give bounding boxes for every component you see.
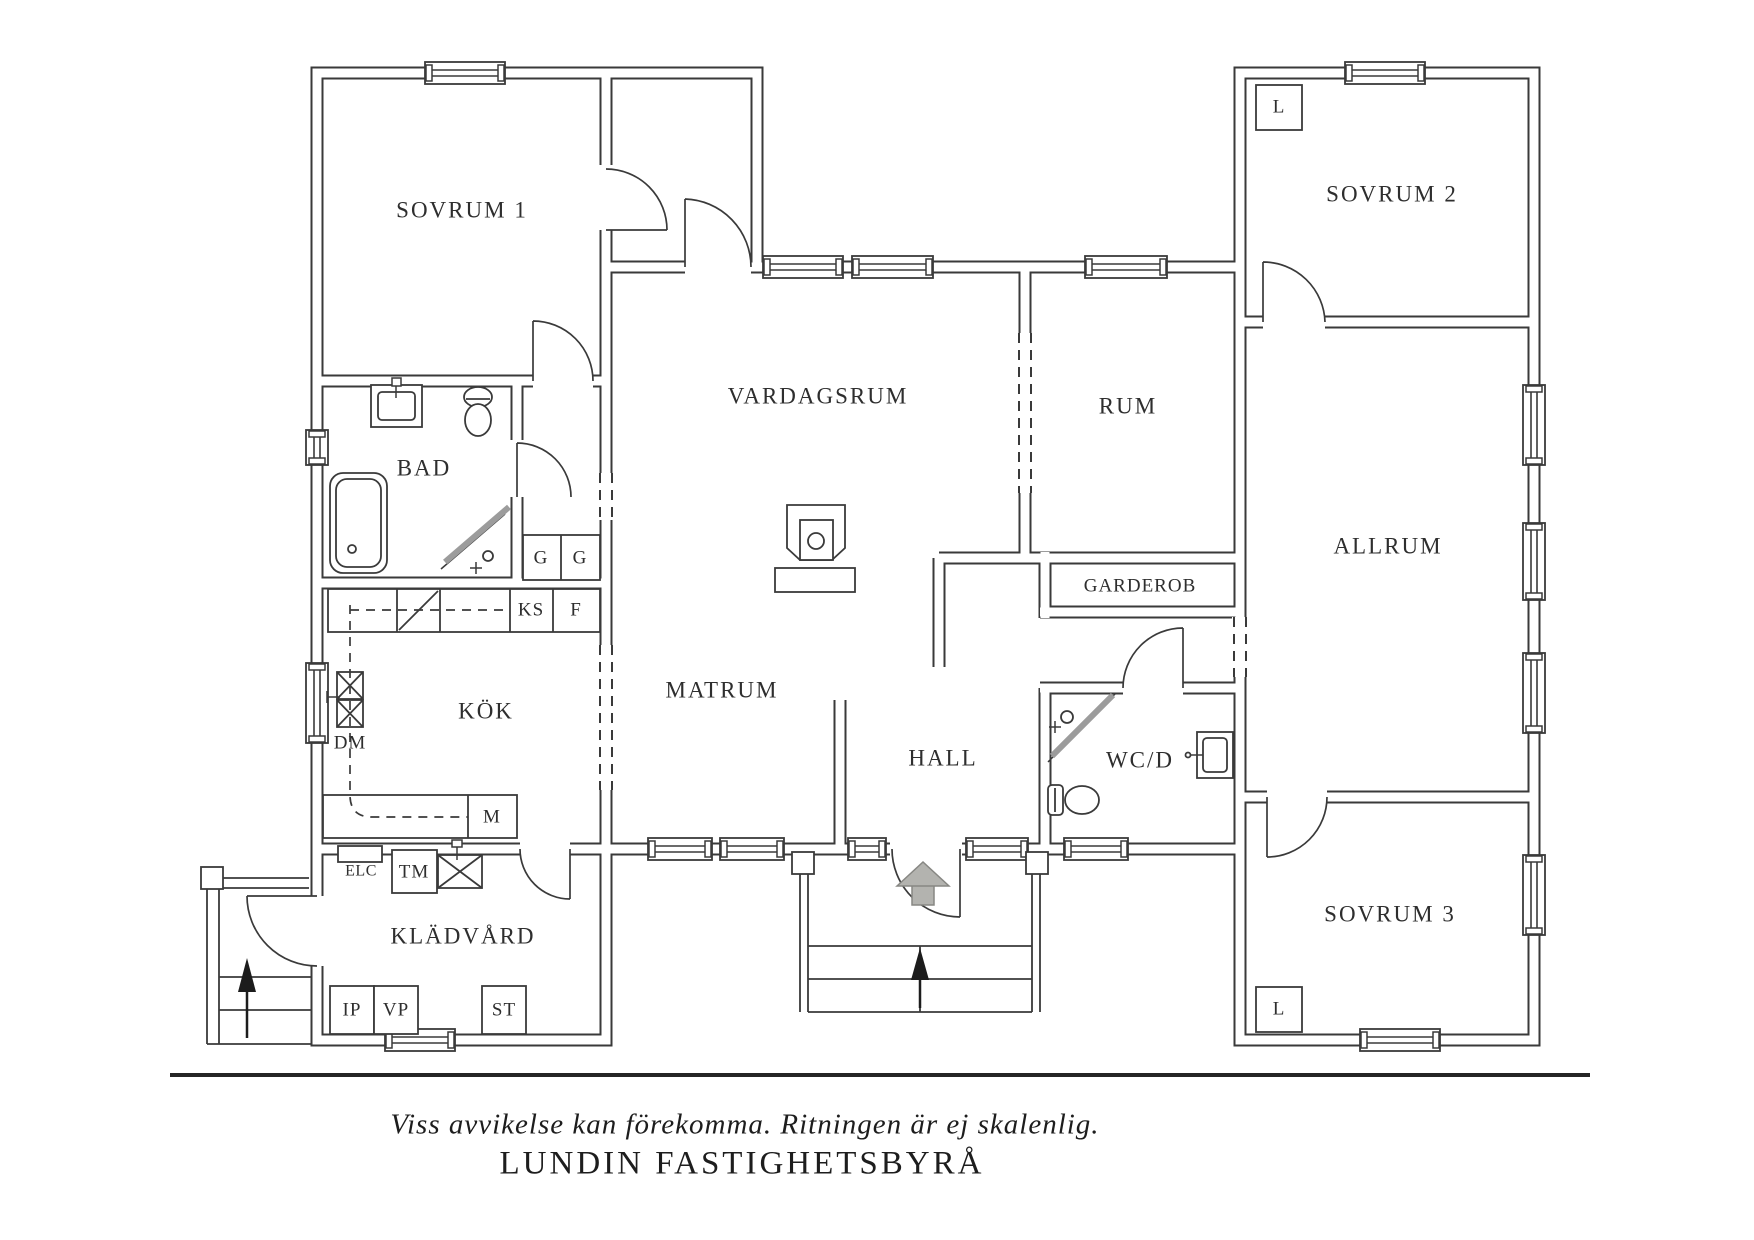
fixture-label-g2: G	[573, 547, 588, 568]
dashed-openings	[599, 333, 1247, 790]
room-label-kladvard: KLÄDVÅRD	[390, 923, 535, 948]
room-label-wcd: WC/D	[1106, 747, 1174, 772]
room-label-kok: KÖK	[458, 698, 514, 723]
room-label-garderob: GARDEROB	[1084, 575, 1197, 596]
fireplace-icon	[774, 504, 856, 593]
footer-disclaimer: Viss avvikelse kan förekomma. Ritningen …	[390, 1109, 1099, 1141]
entry-arrow-icon	[895, 860, 951, 1008]
footer-brand: LUNDIN FASTIGHETSBYRÅ	[500, 1145, 985, 1182]
fixture-label-st: ST	[492, 999, 516, 1020]
wcd-fixtures	[1047, 692, 1234, 816]
fixture-label-g1: G	[534, 547, 549, 568]
wall-openings	[309, 165, 1327, 966]
west-porch	[200, 866, 311, 1045]
fixture-label-m: M	[483, 806, 501, 827]
fixture-label-vp: VP	[383, 999, 409, 1020]
room-label-allrum: ALLRUM	[1333, 533, 1442, 558]
fixture-label-l2: L	[1273, 998, 1286, 1019]
fixture-label-tm: TM	[399, 861, 430, 882]
counter-dashes	[349, 605, 508, 818]
cabinetry	[322, 84, 1303, 1035]
room-label-sovrum2: SOVRUM 2	[1326, 181, 1458, 206]
fixture-label-ip: IP	[343, 999, 362, 1020]
door-swings	[246, 168, 1328, 967]
room-label-bad: BAD	[397, 455, 452, 480]
bad-fixtures	[329, 377, 511, 574]
room-label-matrum: MATRUM	[666, 677, 779, 702]
fixture-label-dm: DM	[334, 732, 367, 753]
fixture-label-l1: L	[1273, 96, 1286, 117]
room-label-vardagsrum: VARDAGSRUM	[728, 383, 909, 408]
room-label-sovrum1: SOVRUM 1	[396, 197, 528, 222]
room-label-sovrum3: SOVRUM 3	[1324, 901, 1456, 926]
west-steps-arrow-icon	[238, 958, 256, 1038]
fixture-label-f: F	[570, 599, 582, 620]
room-label-rum: RUM	[1099, 393, 1157, 418]
fixture-label-elc: ELC	[345, 863, 377, 880]
room-label-hall: HALL	[908, 745, 977, 770]
fixture-label-ks: KS	[518, 599, 544, 620]
